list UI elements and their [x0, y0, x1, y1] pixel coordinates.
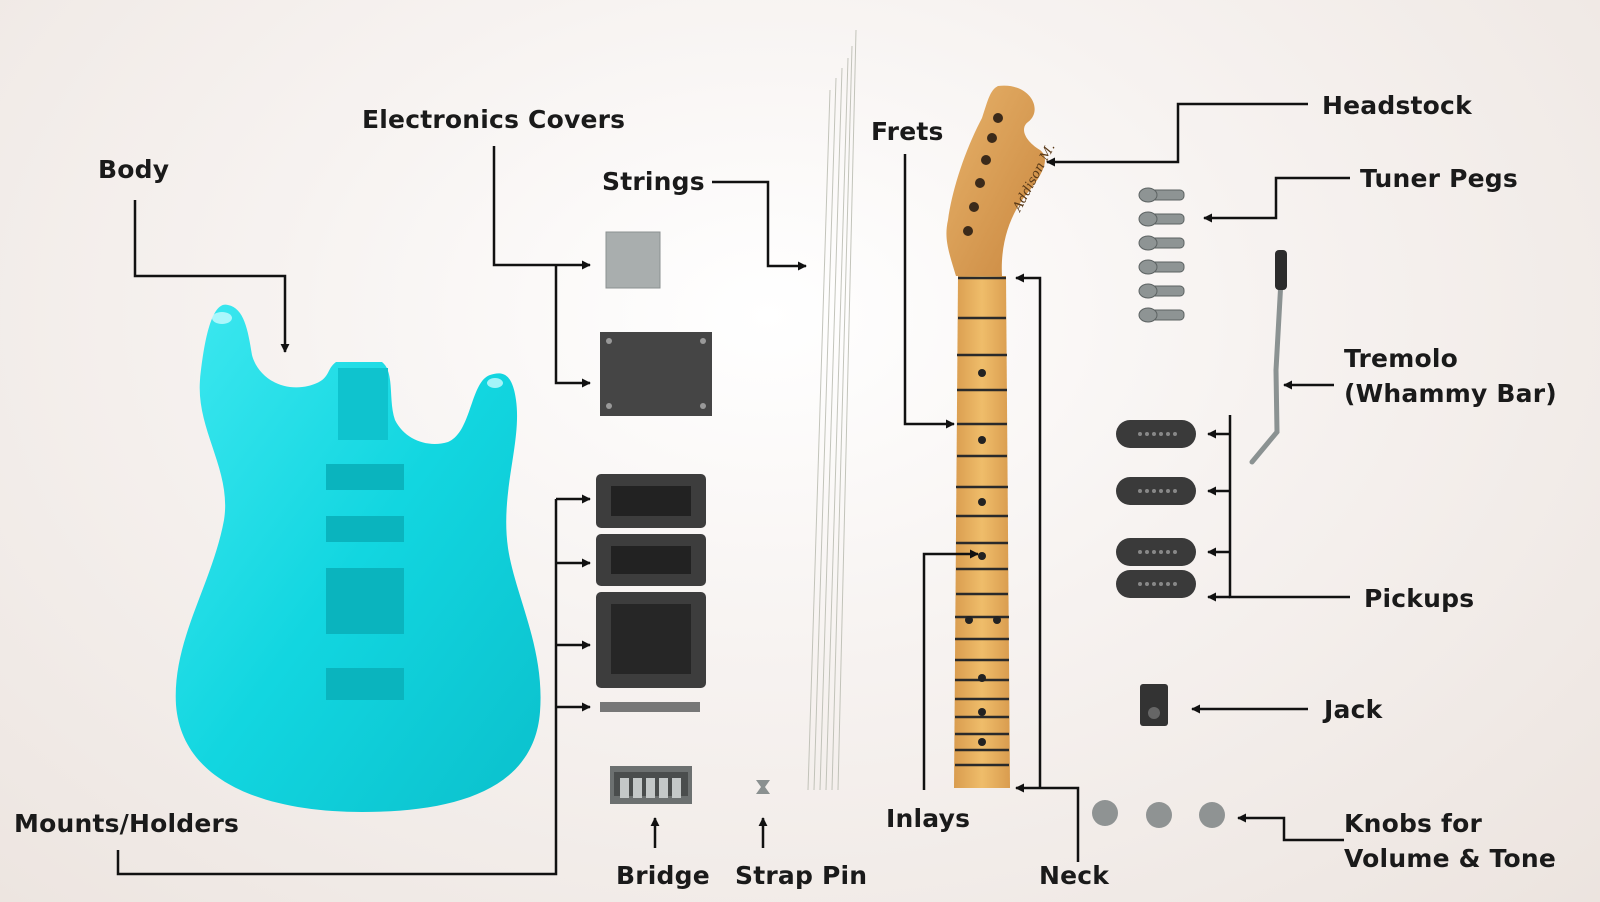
label-bridge: Bridge	[616, 861, 710, 890]
mount-holder-3	[596, 592, 706, 688]
pickup-2	[1116, 477, 1196, 505]
leader-lines	[116, 102, 1350, 876]
pickup-3	[1116, 538, 1196, 566]
strings-part	[807, 29, 857, 791]
label-neck: Neck	[1039, 861, 1110, 890]
label-pickups: Pickups	[1364, 584, 1475, 613]
label-tremolo-line1: Tremolo	[1344, 344, 1458, 373]
label-strings: Strings	[602, 167, 705, 196]
label-tremolo-line2: (Whammy Bar)	[1344, 379, 1557, 408]
knobs-part	[1092, 800, 1225, 828]
knobs-arrow	[1237, 813, 1344, 842]
pickup-1	[1116, 420, 1196, 448]
label-jack: Jack	[1324, 695, 1383, 724]
electronics-cover-large	[600, 332, 712, 416]
label-strap-pin: Strap Pin	[735, 861, 868, 890]
mount-holder-1	[596, 474, 706, 528]
electronics-cover-small-arrow	[492, 146, 591, 270]
bridge-part	[610, 766, 692, 804]
electronics-cover-large-arrow	[554, 265, 591, 388]
label-tuner-pegs: Tuner Pegs	[1360, 164, 1518, 193]
jack-part	[1140, 684, 1168, 726]
electronics-cover-small	[605, 231, 661, 289]
label-body: Body	[98, 155, 170, 184]
tuner-pegs-part	[1138, 187, 1185, 323]
tuner-pegs-arrow	[1203, 176, 1350, 223]
guitar-body	[175, 304, 541, 812]
body-arrow	[133, 200, 290, 353]
label-knobs-line2: Volume & Tone	[1344, 844, 1556, 873]
label-knobs-line1: Knobs for	[1344, 809, 1483, 838]
mounts-trunk	[116, 499, 558, 876]
mount-holder-4	[600, 702, 700, 712]
label-electronics-covers: Electronics Covers	[362, 105, 626, 134]
strap-pin-part	[756, 780, 770, 794]
neck-arrow-upper	[1015, 273, 1042, 788]
label-headstock: Headstock	[1322, 91, 1472, 120]
inlays-arrow	[922, 549, 979, 790]
label-inlays: Inlays	[886, 804, 971, 833]
strings-arrow	[712, 180, 807, 271]
label-mounts-holders: Mounts/Holders	[14, 809, 240, 838]
frets-arrow	[903, 154, 955, 429]
mount-holder-2	[596, 534, 706, 586]
guitar-neck: Addison M.	[946, 85, 1059, 788]
label-frets: Frets	[871, 117, 944, 146]
pickup-4	[1116, 570, 1196, 598]
neck-arrow-lower	[1015, 783, 1080, 862]
pickups-trunk	[1228, 415, 1350, 599]
headstock-arrow	[1046, 102, 1308, 167]
tremolo-bar-part	[1249, 250, 1287, 465]
